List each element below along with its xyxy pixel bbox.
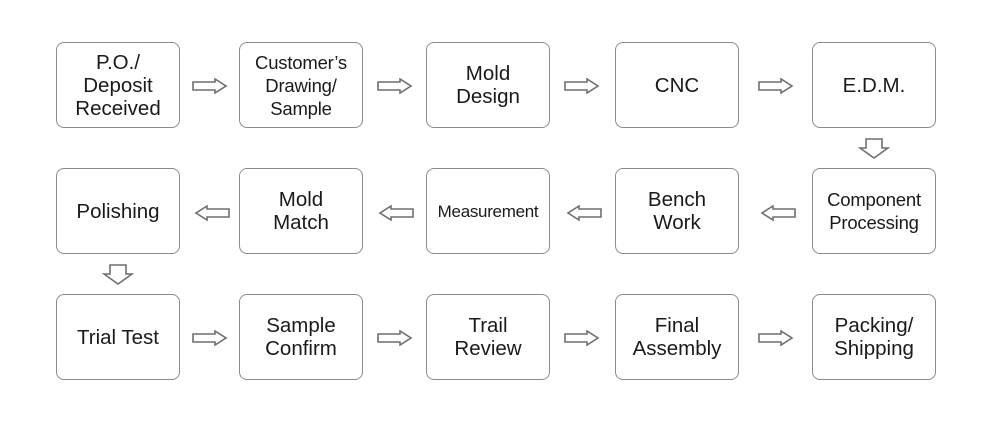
arrow-left-icon: [378, 205, 414, 221]
step-measurement: Measurement: [426, 168, 550, 254]
arrow-right-icon: [758, 330, 794, 346]
arrow-left-icon: [566, 205, 602, 221]
step-final-assembly: Final Assembly: [615, 294, 739, 380]
arrow-right-icon: [192, 78, 228, 94]
step-bench-work: Bench Work: [615, 168, 739, 254]
step-trail-review: Trail Review: [426, 294, 550, 380]
arrow-left-icon: [760, 205, 796, 221]
step-trial-test: Trial Test: [56, 294, 180, 380]
arrow-down-icon: [102, 264, 134, 285]
step-packing-shipping: Packing/ Shipping: [812, 294, 936, 380]
arrow-right-icon: [564, 330, 600, 346]
step-mold-match: Mold Match: [239, 168, 363, 254]
arrow-right-icon: [192, 330, 228, 346]
arrow-right-icon: [564, 78, 600, 94]
arrow-right-icon: [758, 78, 794, 94]
step-polishing: Polishing: [56, 168, 180, 254]
step-po-deposit-received: P.O./ Deposit Received: [56, 42, 180, 128]
step-customers-drawing-sample: Customer’s Drawing/ Sample: [239, 42, 363, 128]
step-cnc: CNC: [615, 42, 739, 128]
step-component-processing: Component Processing: [812, 168, 936, 254]
step-mold-design: Mold Design: [426, 42, 550, 128]
arrow-left-icon: [194, 205, 230, 221]
step-edm: E.D.M.: [812, 42, 936, 128]
arrow-down-icon: [858, 138, 890, 159]
arrow-right-icon: [377, 330, 413, 346]
arrow-right-icon: [377, 78, 413, 94]
step-sample-confirm: Sample Confirm: [239, 294, 363, 380]
